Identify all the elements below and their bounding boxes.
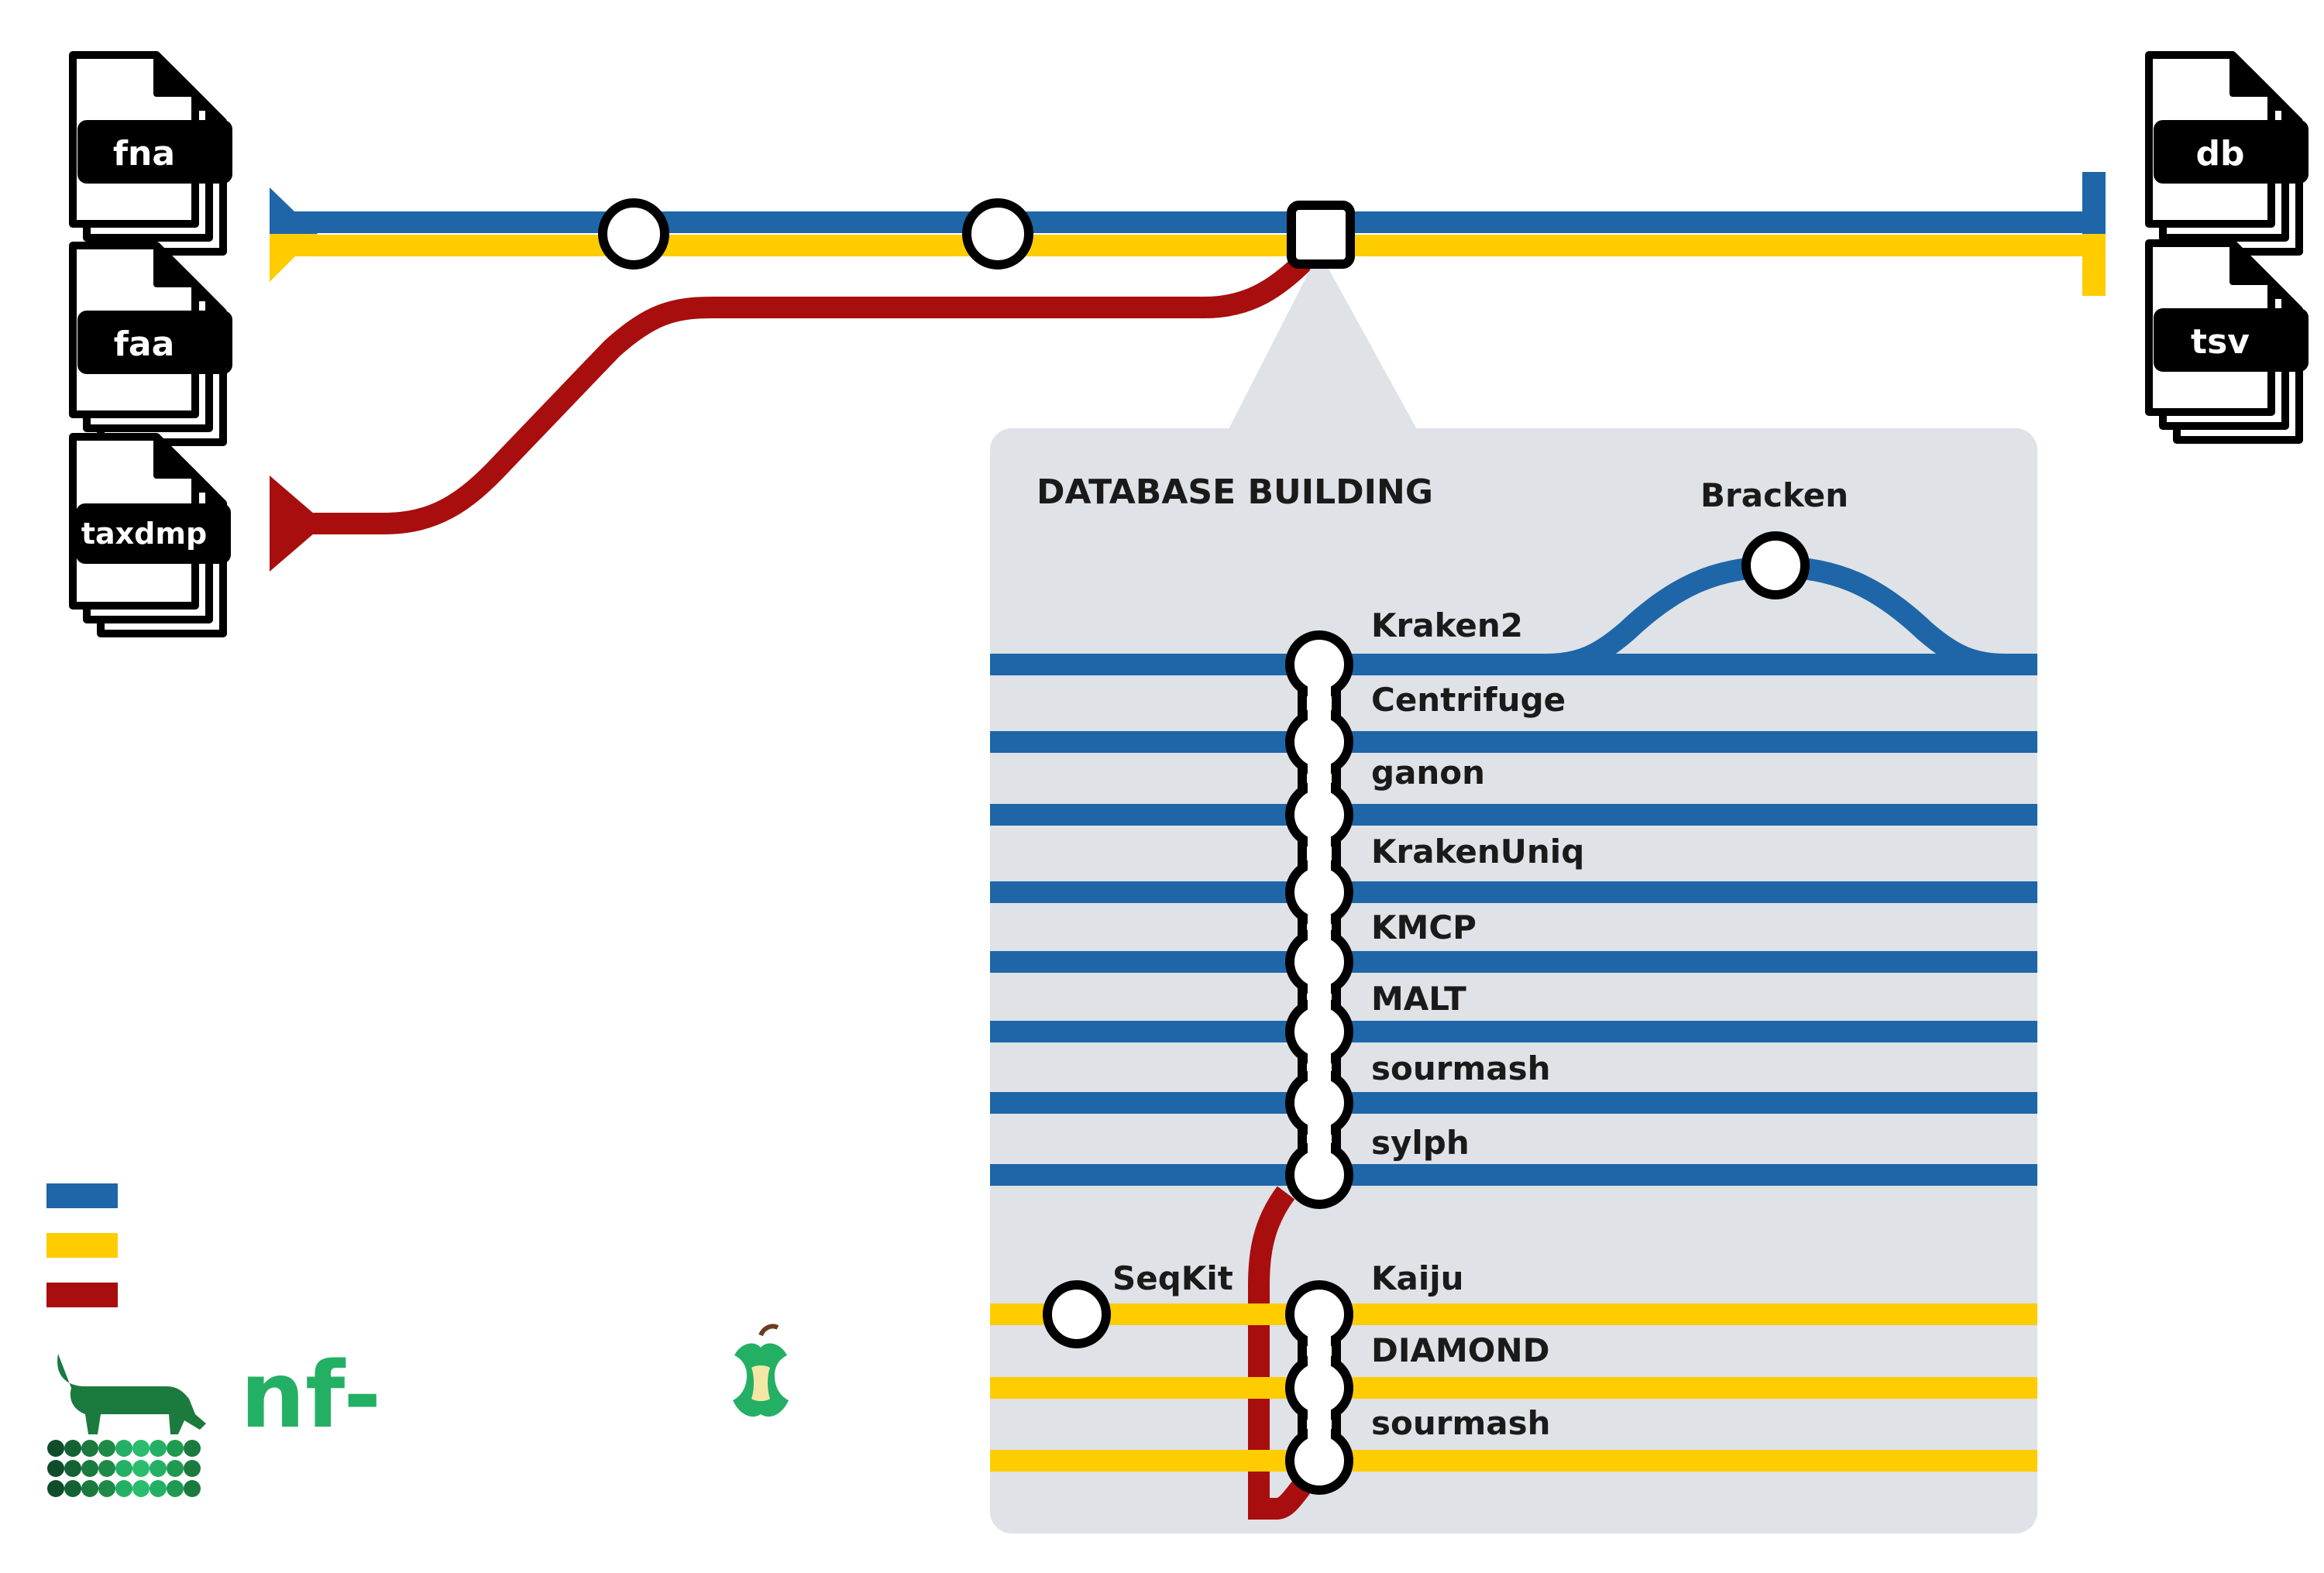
dna-dot — [81, 1480, 98, 1497]
protein-line-start — [270, 234, 318, 282]
tool-label: ganon — [1371, 754, 1485, 792]
tool-stations — [1043, 531, 1810, 1495]
output-file-db: db — [2149, 55, 2309, 252]
main-lines — [270, 172, 2106, 572]
dna-dot — [150, 1480, 167, 1497]
protein-line-end — [2082, 234, 2106, 296]
legend-swatch-nucleotide — [46, 1183, 118, 1208]
dachshund-icon — [57, 1354, 206, 1434]
dna-dot — [81, 1460, 98, 1477]
file-label-box — [77, 311, 232, 374]
legend-swatch-protein — [46, 1233, 118, 1258]
tool-label: Centrifuge — [1371, 681, 1566, 719]
tool-label: KrakenUniq — [1371, 833, 1584, 871]
dna-dot — [47, 1480, 64, 1497]
panel-callout — [1228, 252, 1418, 431]
file-label-box — [2154, 120, 2309, 184]
dna-dot — [167, 1460, 184, 1477]
apple-core-icon — [733, 1324, 789, 1417]
taxonomy-panel-line — [1248, 1186, 1310, 1520]
file-label: tsv — [2191, 322, 2250, 362]
input-file-taxdmp: taxdmp — [73, 437, 231, 634]
input-file-faa: faa — [73, 246, 232, 442]
dna-dot — [64, 1480, 81, 1497]
tool-label: sourmash — [1371, 1404, 1550, 1442]
dna-dot — [64, 1460, 81, 1477]
panel-title: DATABASE BUILDING — [1037, 472, 1433, 512]
seqkit-label: SeqKit — [1112, 1259, 1233, 1297]
tool-label: Kaiju — [1371, 1259, 1464, 1297]
dna-dot — [115, 1440, 132, 1457]
tool-label: MALT — [1371, 980, 1466, 1018]
nucleotide-line-end — [2082, 172, 2106, 234]
dna-dot — [167, 1440, 184, 1457]
dna-dot — [132, 1460, 150, 1477]
tool-label: sylph — [1371, 1124, 1470, 1162]
legend-swatch-taxonomy — [46, 1283, 118, 1307]
dna-dot — [47, 1460, 64, 1477]
dna-dot — [132, 1480, 150, 1497]
tool-label: KMCP — [1371, 908, 1477, 946]
main-station-2[interactable] — [962, 198, 1033, 270]
taxonomy-main-line — [284, 237, 1328, 534]
dna-dot — [47, 1440, 64, 1457]
file-label: taxdmp — [81, 517, 207, 551]
output-file-tsv: tsv — [2149, 243, 2309, 440]
dna-dot — [184, 1440, 201, 1457]
dna-dot — [64, 1440, 81, 1457]
dna-dot — [150, 1440, 167, 1457]
legend — [46, 1183, 118, 1307]
dna-dot — [184, 1460, 201, 1477]
bracken-label: Bracken — [1700, 476, 1848, 514]
dna-dot — [132, 1440, 150, 1457]
dna-dots-icon — [47, 1440, 201, 1497]
tool-label: DIAMOND — [1371, 1331, 1550, 1369]
database-building-station[interactable] — [1287, 201, 1355, 269]
nf-core-logo-text: nf- — [240, 1341, 381, 1448]
file-label: faa — [114, 325, 175, 364]
dna-dot — [98, 1460, 115, 1477]
file-label: db — [2196, 134, 2245, 173]
seqkit-station[interactable] — [1043, 1280, 1111, 1348]
dachshund-logo — [47, 1354, 206, 1497]
connector-fill — [1308, 1314, 1331, 1461]
file-label-box — [2154, 308, 2309, 372]
dna-dot — [98, 1440, 115, 1457]
dna-dot — [150, 1460, 167, 1477]
dna-dot — [184, 1480, 201, 1497]
file-label-box — [76, 503, 231, 564]
bracken-station[interactable] — [1741, 531, 1810, 599]
panel-lines — [990, 555, 2037, 1520]
dna-dot — [115, 1460, 132, 1477]
dna-dot — [81, 1440, 98, 1457]
tool-label: sourmash — [1371, 1049, 1550, 1087]
file-label-box — [77, 120, 232, 184]
input-file-fna: fna — [73, 55, 232, 252]
file-label: fna — [113, 134, 175, 173]
nucleotide-line-start — [270, 187, 318, 234]
dna-dot — [115, 1480, 132, 1497]
dna-dot — [98, 1480, 115, 1497]
main-station-1[interactable] — [598, 198, 669, 270]
dna-dot — [167, 1480, 184, 1497]
tool-label: Kraken2 — [1371, 606, 1523, 644]
taxonomy-line-start — [270, 476, 325, 572]
connector-fill — [1308, 665, 1331, 1175]
